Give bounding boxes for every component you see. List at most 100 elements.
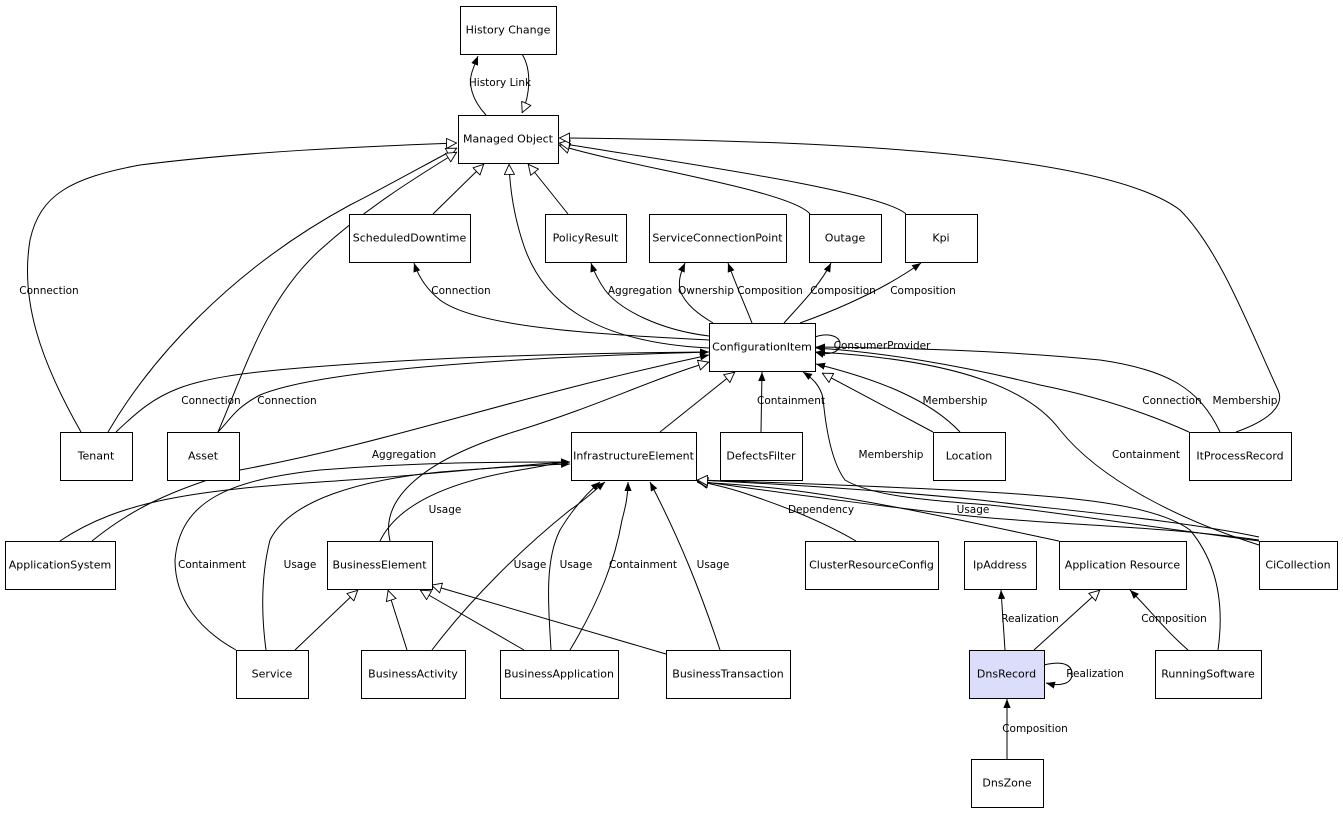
class-node-historyChange[interactable]: History Change [460,6,557,55]
edge-label: Usage [429,504,462,516]
class-label: ApplicationSystem [9,559,111,572]
class-box [709,323,816,372]
class-node-location[interactable]: Location [933,432,1006,481]
class-node-infrastructureElement[interactable]: InfrastructureElement [571,432,697,481]
edge-label: Containment [1112,449,1180,461]
edge-line [548,481,601,651]
edge-label: Composition [810,285,876,297]
edge-dns-self [1043,662,1073,689]
edge-line [217,151,457,433]
class-node-businessElement[interactable]: BusinessElement [327,541,433,590]
edge-ci-self [814,334,841,358]
edge-line [814,334,841,358]
class-node-managedObject[interactable]: Managed Object [458,115,559,164]
class-label: RunningSoftware [1161,668,1255,681]
edge-bt-ie [649,481,721,651]
edge-line [115,348,710,433]
class-node-businessApplication[interactable]: BusinessApplication [500,650,619,699]
edge-asset-mo [217,151,457,433]
class-box [964,541,1037,590]
edge-itpr-mo [559,138,1281,433]
edge-line [697,480,1221,651]
edge-crc-ie [697,481,857,542]
edge-label: Usage [284,559,317,571]
class-node-outage[interactable]: Outage [809,214,882,263]
edge-label: History Link [469,77,532,89]
edge-cicoll-ie-2 [697,480,1260,538]
class-node-asset[interactable]: Asset [167,432,240,481]
class-node-businessTransaction[interactable]: BusinessTransaction [666,650,791,699]
edge-line [420,589,525,651]
edge-label: Usage [957,504,990,516]
class-node-applicationSystem[interactable]: ApplicationSystem [5,541,116,590]
edge-line [91,353,710,542]
class-label: DnsZone [982,777,1031,790]
class-node-runningSoftware[interactable]: RunningSoftware [1155,650,1262,699]
class-box [933,432,1006,481]
edge-label: Membership [923,395,988,407]
class-node-ciCollection[interactable]: CiCollection [1259,541,1338,590]
edge-line [559,143,907,215]
class-box [571,432,697,481]
edge-line [470,55,487,116]
class-label: ItProcessRecord [1196,450,1283,463]
edge-line [217,348,710,433]
edge-line [27,143,457,433]
class-label: BusinessTransaction [672,668,783,681]
edge-line [697,482,1060,542]
class-node-defectsFilter[interactable]: DefectsFilter [720,432,803,481]
class-label: ConfigurationItem [712,341,812,354]
class-node-clusterResourceConfig[interactable]: ClusterResourceConfig [805,541,939,590]
class-node-policyResult[interactable]: PolicyResult [545,214,627,263]
edge-label: Composition [737,285,803,297]
class-node-kpi[interactable]: Kpi [905,214,978,263]
edge-be-ie [379,458,571,542]
class-node-applicationResource[interactable]: Application Resource [1059,541,1187,590]
edge-sd-mo [432,164,484,215]
class-node-ipAddress[interactable]: IpAddress [964,541,1037,590]
edge-kpi-mo [559,143,907,215]
edge-line [388,362,709,542]
edge-loc-ci [815,362,961,433]
edge-bapp-be [420,589,525,651]
edge-line [509,164,710,349]
edge-asset-ci [217,348,710,433]
class-label: BusinessActivity [368,668,458,681]
class-box [666,650,791,699]
edge-outage-mo [559,145,811,215]
class-label: ServiceConnectionPoint [652,232,783,245]
edge-itpr-ci-conn [815,344,1190,433]
class-node-dnsRecord[interactable]: DnsRecord [969,650,1045,699]
edge-label: Composition [890,285,956,297]
class-box [971,759,1044,808]
class-node-serviceConnectionPoint[interactable]: ServiceConnectionPoint [649,214,787,263]
class-box [809,214,882,263]
class-node-scheduledDowntime[interactable]: ScheduledDowntime [349,214,471,263]
edge-mo-hc [470,55,487,116]
class-node-tenant[interactable]: Tenant [60,432,133,481]
edge-line [1129,589,1189,651]
edge-label: Realization [1066,668,1124,680]
edge-label: Connection [431,285,490,297]
edge-line [294,590,358,651]
class-node-configurationItem[interactable]: ConfigurationItem [709,323,816,372]
edge-service-be [294,590,358,651]
class-node-service[interactable]: Service [236,650,309,699]
edge-line [107,147,457,433]
class-box [458,115,559,164]
edge-line [1033,590,1100,651]
class-label: IpAddress [973,559,1027,572]
class-node-businessActivity[interactable]: BusinessActivity [361,650,466,699]
class-node-itProcessRecord[interactable]: ItProcessRecord [1189,432,1292,481]
edge-line [379,458,571,542]
edge-rs-ie [697,480,1221,651]
class-node-dnsZone[interactable]: DnsZone [971,759,1044,808]
edges-layer [27,53,1281,759]
edge-dns-appres [1033,590,1100,651]
edge-tenant-ci [115,348,710,433]
edge-tenant-mo-outer [27,143,457,433]
edge-line [527,164,569,215]
edge-bapp-ie-usage [548,481,601,651]
class-label: Kpi [932,232,949,245]
class-label: ClusterResourceConfig [809,559,934,572]
